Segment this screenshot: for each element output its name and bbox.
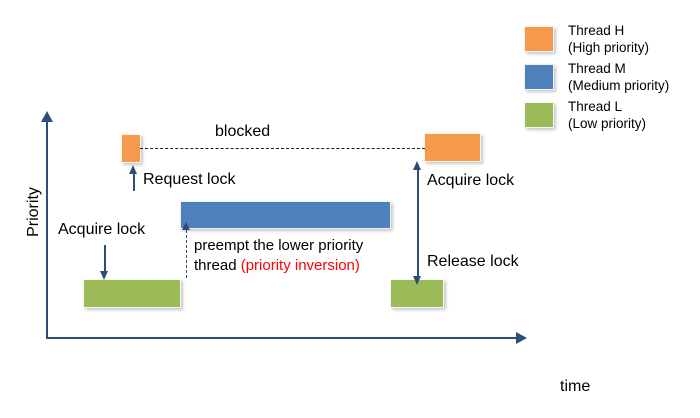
legend-text-thread-h: Thread H (High priority) (568, 22, 649, 56)
acquire-lock-low-arrow-shaft (104, 245, 106, 273)
thread-h-request-block (121, 134, 141, 163)
x-axis-label: time (560, 378, 591, 395)
thread-l-execution-block-first (83, 279, 181, 308)
legend-text-thread-l: Thread L (Low priority) (568, 98, 646, 132)
x-axis-line (46, 337, 520, 339)
legend-detail-thread-h: (High priority) (568, 40, 650, 55)
lock-hold-duration-arrow-shaft (417, 167, 419, 278)
thread-h-acquire-block (424, 133, 481, 162)
release-lock-label: Release lock (427, 253, 519, 270)
legend-item-thread-h: Thread H (High priority) (524, 22, 700, 60)
legend-item-thread-l: Thread L (Low priority) (524, 98, 700, 136)
legend-text-thread-m: Thread M (Medium priority) (568, 60, 669, 94)
thread-m-execution-block (180, 201, 391, 229)
lock-hold-duration-arrowhead-down-icon (413, 276, 421, 285)
blocked-label: blocked (215, 123, 271, 140)
acquire-lock-high-label: Acquire lock (427, 172, 515, 189)
legend-detail-thread-l: (Low priority) (568, 116, 647, 131)
legend-swatch-thread-h (524, 26, 554, 52)
legend-detail-thread-m: (Medium priority) (568, 78, 670, 93)
request-lock-arrow-shaft (133, 172, 135, 191)
legend-item-thread-m: Thread M (Medium priority) (524, 60, 700, 98)
preempt-annotation: preempt the lower priority thread (prior… (194, 236, 363, 276)
legend-swatch-thread-m (524, 64, 554, 90)
preempt-line-2-prefix: thread (194, 257, 241, 274)
blocked-dashed-line (140, 148, 425, 149)
preempt-dashed-marker (182, 222, 190, 278)
priority-inversion-emphasis: (priority inversion) (240, 257, 360, 274)
legend-name-thread-l: Thread L (568, 99, 623, 114)
acquire-lock-low-arrowhead-icon (100, 271, 108, 280)
legend-name-thread-h: Thread H (568, 23, 625, 38)
y-axis-line (46, 120, 48, 339)
y-axis-label: Priority (25, 187, 42, 237)
legend-swatch-thread-l (524, 102, 554, 128)
acquire-lock-low-label: Acquire lock (58, 221, 146, 238)
legend-name-thread-m: Thread M (568, 61, 626, 76)
lock-hold-duration-arrowhead-up-icon (413, 161, 421, 170)
request-lock-label: Request lock (143, 171, 236, 188)
y-axis-arrowhead-icon (41, 111, 53, 122)
request-lock-arrowhead-icon (129, 165, 137, 174)
preempt-line-1: preempt the lower priority (194, 237, 364, 254)
x-axis-arrowhead-icon (516, 332, 527, 344)
legend: Thread H (High priority) Thread M (Mediu… (524, 22, 700, 136)
